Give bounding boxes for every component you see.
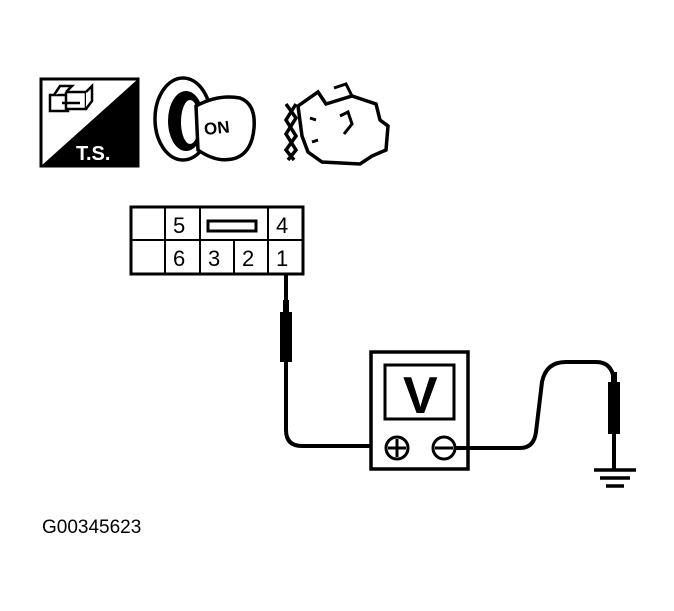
ignition-key-icon: ON [153, 76, 256, 162]
test-stand-label: T.S. [76, 143, 110, 165]
pin-6-label: 6 [173, 246, 185, 271]
pin-2-label: 2 [242, 246, 254, 271]
ground-icon [594, 468, 636, 488]
negative-probe-lead [455, 360, 620, 470]
positive-terminal-icon [384, 435, 410, 461]
pin-3-label: 3 [208, 246, 220, 271]
pin-1-label: 1 [276, 246, 288, 271]
connector-block [129, 205, 305, 276]
pin-4-label: 4 [276, 213, 288, 238]
negative-terminal-icon [431, 435, 457, 461]
ignition-on-label: ON [203, 117, 230, 139]
pin-5-label: 5 [173, 213, 185, 238]
voltmeter-label: V [403, 367, 438, 425]
engine-off-icon [283, 82, 390, 166]
test-stand-icon: T.S. [39, 77, 140, 168]
figure-code: G00345623 [42, 517, 141, 538]
voltmeter: V [369, 350, 470, 471]
positive-probe-lead [280, 274, 378, 448]
